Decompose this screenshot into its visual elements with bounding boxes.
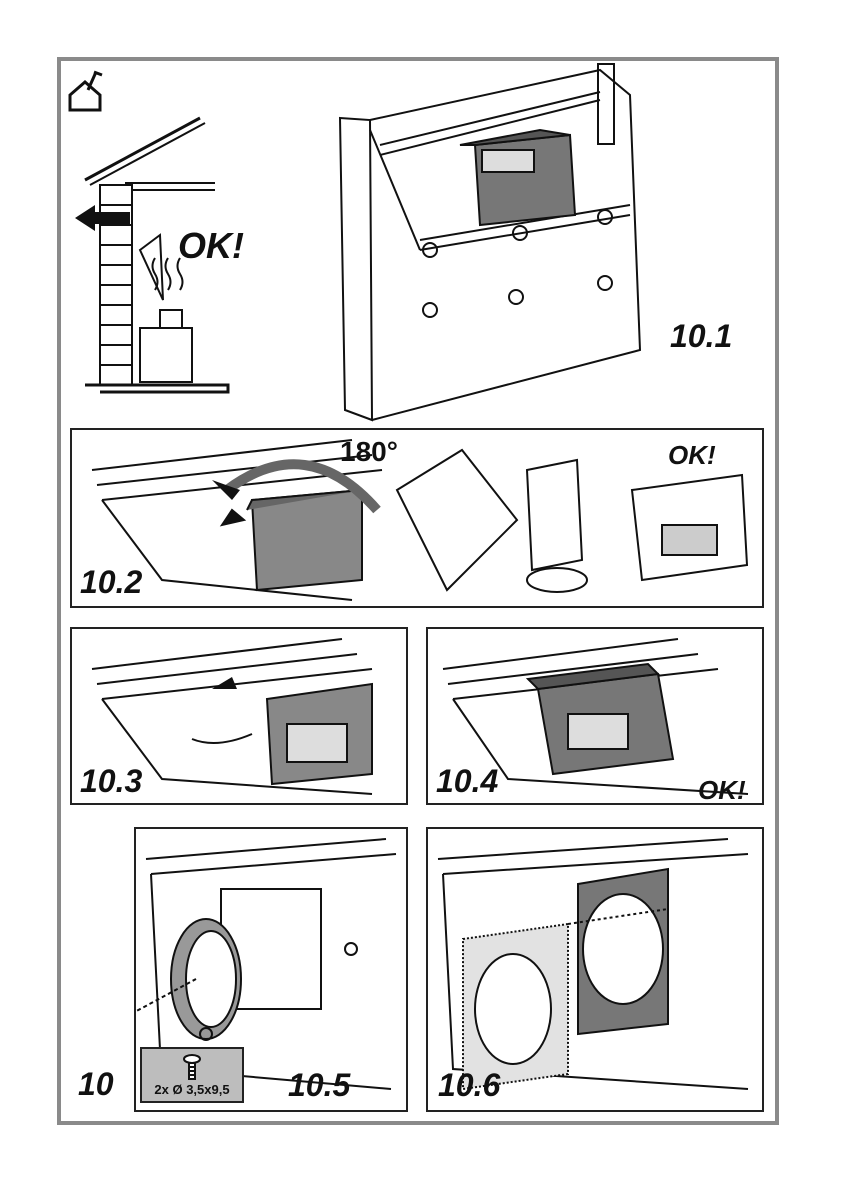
ok-label-10-4: OK! — [698, 775, 746, 805]
panel-label-10-2: 10.2 — [80, 566, 142, 598]
house-icon — [70, 72, 102, 110]
panel-label-10-5: 10.5 — [288, 1069, 350, 1101]
ok-label-chimney: OK! — [178, 225, 244, 267]
drawing-10-2 — [72, 430, 764, 608]
panel-10-2: 180° OK! 10.2 — [70, 428, 764, 608]
rotation-label: 180° — [340, 438, 398, 466]
panel-10-5: 2x Ø 3,5x9,5 10.5 — [134, 827, 408, 1112]
screw-spec-box: 2x Ø 3,5x9,5 — [140, 1047, 244, 1103]
panel-label-10-3: 10.3 — [80, 765, 142, 797]
hood-drawing-10-1 — [340, 64, 640, 420]
screw-spec-text: 2x Ø 3,5x9,5 — [142, 1082, 242, 1097]
panel-label-10-1: 10.1 — [670, 320, 732, 352]
panel-label-10-4: 10.4 — [436, 765, 498, 797]
step-number: 10 — [78, 1068, 114, 1100]
ok-label-10-2: OK! — [668, 440, 716, 471]
panel-10-4: 10.4 OK! — [426, 627, 764, 805]
panel-label-10-6: 10.6 — [438, 1069, 500, 1101]
panel-10-3: 10.3 — [70, 627, 408, 805]
panel-10-6: 10.6 — [426, 827, 764, 1112]
